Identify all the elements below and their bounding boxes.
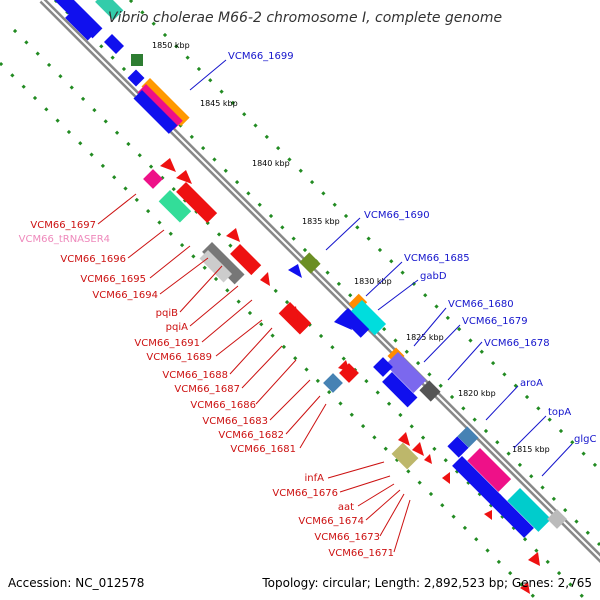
gene-feature xyxy=(467,447,512,492)
gene-feature xyxy=(65,8,98,41)
gene-feature xyxy=(350,300,387,336)
gene-feature xyxy=(137,84,183,130)
gene-label: VCM66_tRNASER4 xyxy=(19,234,110,245)
gene-feature xyxy=(382,372,418,408)
kbp-tick-label: 1815 kbp xyxy=(512,445,550,454)
inner-strand-genes xyxy=(143,158,540,594)
gene-feature xyxy=(348,293,368,313)
gene-label: VCM66_1679 xyxy=(462,316,528,327)
gene-label: aroA xyxy=(520,378,543,389)
gene-feature xyxy=(299,252,321,274)
kbp-tick-label: 1835 kbp xyxy=(302,217,340,226)
leader-lines-left xyxy=(97,193,411,553)
gene-label: glgC xyxy=(574,434,596,445)
gene-label: VCM66_1682 xyxy=(218,430,284,441)
gene-feature xyxy=(160,158,176,172)
gene-feature xyxy=(104,34,124,54)
gene-label: VCM66_1689 xyxy=(146,352,212,363)
gene-label: VCM66_1686 xyxy=(190,400,256,411)
gene-label: gabD xyxy=(420,271,447,282)
gene-feature xyxy=(260,272,270,286)
gene-feature xyxy=(457,426,479,448)
gene-label: aat xyxy=(338,502,354,513)
kbp-ticks: 1850 kbp 1845 kbp 1840 kbp 1835 kbp 1830… xyxy=(152,41,550,454)
gene-label: infA xyxy=(305,473,325,484)
gene-feature xyxy=(424,454,432,464)
gene-feature xyxy=(230,244,262,276)
gene-feature xyxy=(520,582,530,594)
gene-feature xyxy=(176,181,218,224)
gene-feature xyxy=(131,54,143,66)
gene-label: VCM66_1691 xyxy=(134,338,200,349)
gene-label: VCM66_1687 xyxy=(174,384,240,395)
gene-label: VCM66_1681 xyxy=(230,444,296,455)
gene-feature xyxy=(323,373,343,393)
gene-label: VCM66_1697 xyxy=(30,220,96,231)
gene-label: VCM66_1695 xyxy=(80,274,146,285)
gene-label: VCM66_1688 xyxy=(162,370,228,381)
gene-feature xyxy=(127,69,145,87)
gene-label: VCM66_1678 xyxy=(484,338,550,349)
gene-feature xyxy=(286,306,298,322)
gene-feature xyxy=(288,264,302,278)
gene-feature xyxy=(528,552,540,566)
kbp-tick-label: 1820 kbp xyxy=(458,389,496,398)
gene-label: VCM66_1680 xyxy=(448,299,514,310)
gene-labels-right: VCM66_1699 VCM66_1690 VCM66_1685 gabD VC… xyxy=(228,51,596,445)
gene-feature xyxy=(447,436,469,458)
gene-label: VCM66_1696 xyxy=(60,254,126,265)
gene-feature xyxy=(412,442,424,456)
gene-label: VCM66_1671 xyxy=(328,548,394,559)
gene-feature xyxy=(452,456,502,506)
gene-feature xyxy=(419,380,441,402)
gene-feature xyxy=(176,170,192,184)
gene-label: VCM66_1674 xyxy=(298,516,364,527)
gene-label: VCM66_1673 xyxy=(314,532,380,543)
gene-feature xyxy=(484,510,492,520)
gene-label: pqiB xyxy=(156,308,178,319)
gene-label: topA xyxy=(548,407,571,418)
gene-labels-left: VCM66_1697 VCM66_tRNASER4 VCM66_1696 VCM… xyxy=(19,220,394,559)
kbp-tick-label: 1850 kbp xyxy=(152,41,190,50)
gene-feature xyxy=(442,472,450,484)
genome-summary-text: Topology: circular; Length: 2,892,523 bp… xyxy=(262,576,592,590)
kbp-tick-label: 1845 kbp xyxy=(200,99,238,108)
gene-feature xyxy=(133,90,178,134)
gene-feature xyxy=(507,487,552,532)
gene-feature xyxy=(143,169,163,189)
gene-feature xyxy=(141,78,190,127)
gene-label: VCM66_1694 xyxy=(92,290,158,301)
gene-feature xyxy=(334,310,352,330)
gene-label: VCM66_1683 xyxy=(202,416,268,427)
gene-feature xyxy=(385,352,427,394)
kbp-tick-label: 1840 kbp xyxy=(252,159,290,168)
gene-label: VCM66_1699 xyxy=(228,51,294,62)
leader-lines-right xyxy=(189,59,573,477)
gene-feature xyxy=(226,228,240,242)
chromosome-backbone xyxy=(39,0,600,563)
gene-feature xyxy=(338,360,350,372)
gene-feature xyxy=(373,357,393,377)
gene-feature xyxy=(391,442,419,470)
gene-label: pqiA xyxy=(166,322,188,333)
gene-feature xyxy=(490,494,534,538)
map-title: Vibrio cholerae M66-2 chromosome I, comp… xyxy=(108,10,502,26)
accession-text: Accession: NC_012578 xyxy=(8,576,145,590)
kbp-tick-label: 1830 kbp xyxy=(354,277,392,286)
gene-label: VCM66_1685 xyxy=(404,253,470,264)
gene-label: VCM66_1690 xyxy=(364,210,430,221)
gene-feature xyxy=(158,190,192,223)
gene-feature xyxy=(202,242,245,285)
gene-label: VCM66_1676 xyxy=(272,488,338,499)
outer-strand-genes xyxy=(50,0,567,538)
gene-feature xyxy=(95,0,124,21)
gene-feature xyxy=(398,432,410,446)
kbp-tick-label: 1825 kbp xyxy=(406,333,444,342)
